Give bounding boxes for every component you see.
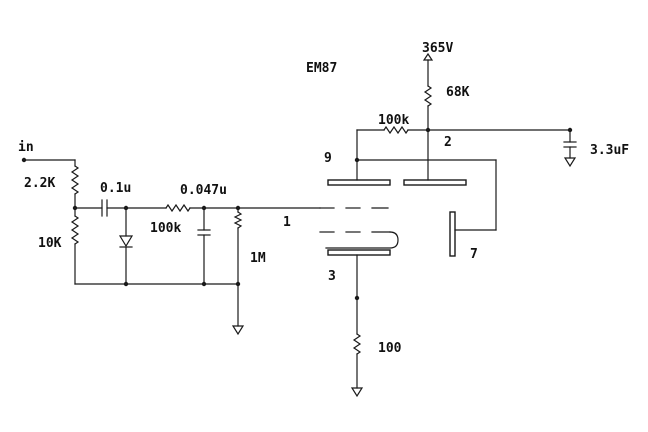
r-filter-label: 100k: [150, 221, 181, 236]
tube-target-electrode-icon: [327, 179, 391, 186]
c-coupling-label: 0.1u: [100, 181, 131, 196]
input-label: in: [18, 140, 34, 155]
r-cathode-label: 100: [378, 341, 402, 356]
r-grid-label: 1M: [250, 251, 266, 266]
pin-grid-label: 1: [283, 215, 291, 230]
pin-target-label: 9: [324, 151, 332, 166]
diode-icon: [118, 207, 134, 285]
resistor-100-cathode-icon: [352, 297, 362, 389]
junction-dot: [201, 281, 207, 287]
c-filter-label: 0.047u: [180, 183, 227, 198]
tube-grid-icon: [319, 207, 399, 249]
tube-cathode-electrode-icon: [327, 249, 391, 256]
capacitor-0u1-icon: [101, 199, 108, 217]
tube-deflector-electrode-icon: [449, 211, 456, 257]
ground-icon: [563, 157, 577, 168]
ground-icon: [231, 283, 245, 336]
input-terminal: [21, 157, 76, 167]
tube-anode-electrode-icon: [403, 179, 467, 186]
resistor-1m-icon: [233, 207, 243, 285]
supply-arrow-icon: [422, 52, 434, 61]
capacitor-3u3-icon: [563, 129, 577, 159]
resistor-68k-icon: [423, 59, 433, 131]
c-bypass-label: 3.3uF: [590, 143, 629, 158]
capacitor-0u047-icon: [197, 207, 211, 285]
resistor-100k-filter-icon: [165, 203, 191, 213]
resistor-2k2-icon: [70, 165, 80, 209]
junction-dot: [123, 281, 129, 287]
ground-icon: [350, 387, 364, 398]
r-feedback-label: 100k: [378, 113, 409, 128]
resistor-10k-icon: [70, 207, 80, 285]
resistor-100k-feedback-icon: [383, 125, 409, 135]
r-anode-label: 68K: [446, 85, 470, 100]
r-divider-label: 10K: [38, 236, 62, 251]
pin-anode-label: 2: [444, 135, 452, 150]
pin-deflector-label: 7: [470, 247, 478, 262]
r-input-label: 2.2K: [24, 176, 55, 191]
tube-label: EM87: [306, 61, 337, 76]
supply-label: 365V: [422, 41, 453, 56]
pin-cathode-label: 3: [328, 269, 336, 284]
